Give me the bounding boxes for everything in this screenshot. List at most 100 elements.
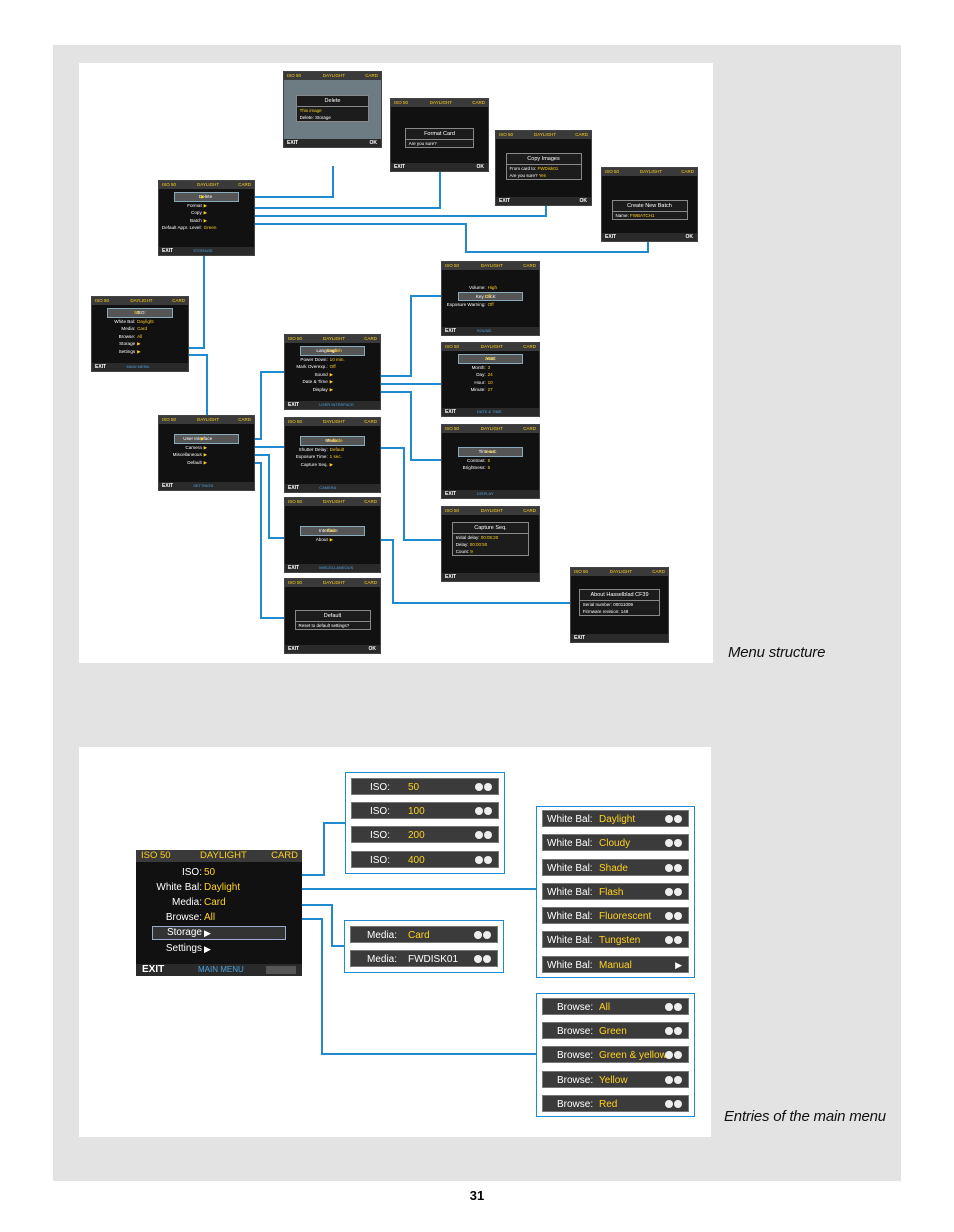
white-bal-option[interactable]: White Bal:Tungsten bbox=[542, 931, 689, 948]
white-bal-option[interactable]: White Bal:Cloudy bbox=[542, 834, 689, 851]
exit-button[interactable]: EXIT bbox=[445, 574, 457, 580]
exit-button[interactable]: EXIT bbox=[288, 646, 300, 652]
menu-row-label[interactable]: Delete bbox=[198, 194, 213, 199]
menu-row-label[interactable]: Key Click: bbox=[475, 293, 497, 299]
menu-row-label[interactable]: ISO: bbox=[136, 310, 146, 315]
menu-row-label[interactable]: Batch bbox=[190, 217, 202, 223]
menu-row-storage[interactable]: Storage▶ bbox=[136, 926, 302, 940]
menu-row-label[interactable]: Mark Overexp.: bbox=[296, 364, 328, 369]
browse-option[interactable]: Browse:Green & yellow bbox=[542, 1046, 689, 1063]
confirm-value[interactable]: Yes bbox=[538, 173, 547, 179]
exit-button[interactable]: EXIT bbox=[162, 248, 174, 254]
card-label: CARD bbox=[271, 850, 298, 861]
option-value: Manual bbox=[599, 960, 632, 971]
menu-row-label[interactable]: Storage bbox=[119, 341, 136, 346]
exit-button[interactable]: EXIT bbox=[288, 402, 300, 408]
browse-option[interactable]: Browse:Red bbox=[542, 1095, 689, 1112]
iso-option[interactable]: ISO:200 bbox=[351, 826, 499, 843]
menu-row-label[interactable]: About bbox=[315, 536, 328, 542]
menu-row-label[interactable]: Mode: bbox=[325, 438, 339, 443]
ok-button[interactable]: OK bbox=[579, 198, 588, 204]
status-icons bbox=[266, 966, 296, 974]
menu-row-label[interactable]: Format bbox=[187, 202, 202, 208]
menu-row-label[interactable]: Display bbox=[312, 386, 328, 392]
menu-row-white-bal[interactable]: White Bal:Daylight bbox=[136, 881, 302, 895]
browse-option[interactable]: Browse:Yellow bbox=[542, 1071, 689, 1088]
ok-button[interactable]: OK bbox=[685, 234, 694, 240]
menu-row-label[interactable]: Year: bbox=[485, 356, 497, 361]
name-value[interactable]: FWBATCH1 bbox=[630, 213, 655, 219]
media-option[interactable]: Media:FWDISK01 bbox=[350, 950, 498, 967]
menu-row-label[interactable]: Default Appr. Level: bbox=[161, 225, 202, 230]
menu-row-label[interactable]: Default bbox=[187, 459, 202, 465]
exit-button[interactable]: EXIT bbox=[445, 409, 457, 415]
exit-button[interactable]: EXIT bbox=[288, 485, 300, 491]
menu-row-label[interactable]: Media: bbox=[121, 326, 136, 331]
plus-minus-icon bbox=[474, 831, 492, 841]
browse-option[interactable]: Browse:All bbox=[542, 998, 689, 1015]
media-option[interactable]: Media:Card bbox=[350, 926, 498, 943]
iso-option[interactable]: ISO:50 bbox=[351, 778, 499, 795]
menu-row-label[interactable]: Copy bbox=[191, 210, 202, 215]
menu-row-label[interactable]: Capture Seq. bbox=[300, 461, 328, 467]
menu-row-label[interactable]: Timeout: bbox=[478, 449, 497, 454]
exit-button[interactable]: EXIT bbox=[95, 364, 107, 370]
iso-option[interactable]: ISO:400 bbox=[351, 851, 499, 868]
card-label: CARD bbox=[364, 336, 377, 341]
delete-option[interactable]: This image bbox=[299, 107, 322, 113]
menu-row-label[interactable]: Brightness: bbox=[462, 465, 486, 470]
initial-delay-value[interactable]: 00:05:20 bbox=[480, 534, 499, 540]
exit-button[interactable]: EXIT bbox=[445, 328, 457, 334]
exit-button[interactable]: EXIT bbox=[499, 198, 511, 204]
menu-row-label[interactable]: Contrast: bbox=[467, 457, 486, 463]
ok-button[interactable]: OK bbox=[369, 140, 378, 146]
ok-button[interactable]: OK bbox=[476, 164, 485, 170]
white-bal-option[interactable]: White Bal:Daylight bbox=[542, 810, 689, 827]
menu-row-label[interactable]: Date & Time bbox=[302, 379, 328, 384]
menu-row-label[interactable]: Power Down: bbox=[300, 356, 328, 362]
menu-row-label[interactable]: White Bal: bbox=[114, 318, 136, 324]
menu-row-label[interactable]: Month: bbox=[471, 364, 486, 370]
menu-row-label[interactable]: Exposure Warning: bbox=[446, 302, 486, 307]
ok-button[interactable]: OK bbox=[368, 646, 377, 652]
exit-button[interactable]: EXIT bbox=[445, 491, 457, 497]
exit-button[interactable]: EXIT bbox=[142, 964, 165, 975]
exit-button[interactable]: EXIT bbox=[574, 635, 586, 641]
row-value: All bbox=[204, 912, 216, 923]
white-bal-option[interactable]: White Bal:Shade bbox=[542, 859, 689, 876]
exit-button[interactable]: EXIT bbox=[162, 483, 174, 489]
menu-row-label[interactable]: Shutter Delay: bbox=[298, 446, 328, 452]
browse-option[interactable]: Browse:Green bbox=[542, 1022, 689, 1039]
menu-row-label[interactable]: Exposure Time: bbox=[295, 454, 328, 459]
menu-row-label[interactable]: User Interface bbox=[183, 436, 213, 441]
white-bal-option[interactable]: White Bal:Flash bbox=[542, 883, 689, 900]
menu-row-label[interactable]: Settings bbox=[118, 348, 136, 354]
count-value[interactable]: 9 bbox=[470, 548, 473, 554]
menu-row-label[interactable]: Interface: bbox=[318, 528, 339, 533]
menu-row-browse[interactable]: Browse:All bbox=[136, 911, 302, 925]
menu-row-label[interactable]: Language: bbox=[316, 348, 339, 353]
delay-value[interactable]: 00:00:50 bbox=[469, 541, 488, 547]
exit-button[interactable]: EXIT bbox=[288, 565, 300, 571]
exit-button[interactable]: EXIT bbox=[394, 164, 406, 170]
exit-button[interactable]: EXIT bbox=[605, 234, 617, 240]
menu-row-label[interactable]: Camera bbox=[185, 444, 202, 450]
menu-row-label[interactable]: Minute: bbox=[470, 387, 486, 392]
menu-row-label[interactable]: Browse: bbox=[118, 333, 136, 339]
right-arrow-icon: ▶ bbox=[203, 459, 208, 465]
iso-label: ISO 50 bbox=[288, 419, 303, 424]
white-bal-option[interactable]: White Bal:Fluorescent bbox=[542, 907, 689, 924]
menu-row-label[interactable]: Miscellaneous bbox=[172, 452, 202, 457]
exit-button[interactable]: EXIT bbox=[287, 140, 299, 146]
menu-row-label[interactable]: Volume: bbox=[469, 285, 486, 290]
menu-row-iso[interactable]: ISO:50 bbox=[136, 866, 302, 880]
menu-row-label[interactable]: Sound bbox=[314, 371, 328, 377]
menu-row-label[interactable]: Hour: bbox=[474, 379, 486, 385]
menu-row-label[interactable]: Day: bbox=[476, 372, 486, 377]
menu-row-media[interactable]: Media:Card bbox=[136, 896, 302, 910]
white-bal-option[interactable]: White Bal:Manual▶ bbox=[542, 956, 689, 973]
from-card-value[interactable]: FWDisk01 bbox=[537, 166, 559, 172]
menu-row-settings[interactable]: Settings▶ bbox=[136, 942, 302, 956]
iso-option[interactable]: ISO:100 bbox=[351, 802, 499, 819]
